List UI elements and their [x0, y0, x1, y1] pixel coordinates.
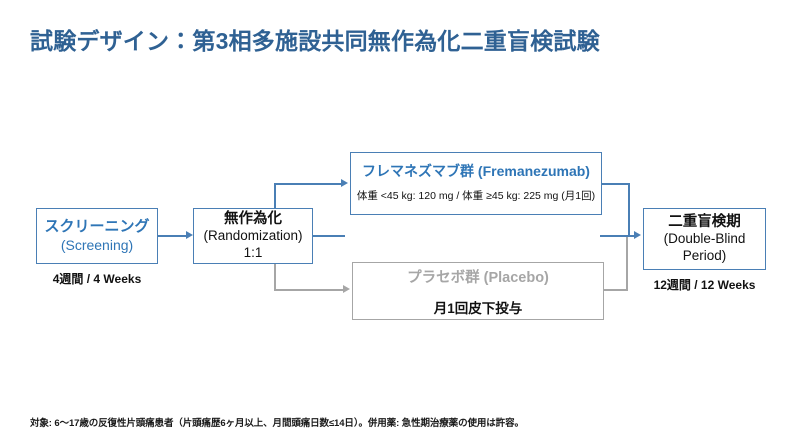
connector-fremanezumab-out: [602, 183, 630, 185]
flow-node-randomization[interactable]: 無作為化 (Randomization) 1:1: [193, 208, 313, 264]
randomization-ratio: 1:1: [243, 244, 263, 260]
doubleblind-label-en-line2: Period): [682, 247, 727, 263]
footnote: 対象: 6〜17歳の反復性片頭痛患者（片頭痛歴6ヶ月以上、月間頭痛日数≤14日）…: [30, 418, 524, 429]
doubleblind-label-en-line1: (Double-Blind: [663, 231, 746, 247]
flow-node-placebo[interactable]: プラセボ群 (Placebo) 月1回皮下投与: [352, 262, 604, 320]
connector-placebo-out: [604, 289, 628, 291]
flow-node-screening[interactable]: スクリーニング (Screening): [36, 208, 158, 264]
screening-label-jp: スクリーニング: [44, 217, 150, 235]
arrow-to-doubleblind-icon: [634, 230, 641, 239]
flow-node-double-blind-period[interactable]: 二重盲検期 (Double-Blind Period): [643, 208, 766, 270]
connector-randomization-riser: [274, 183, 276, 209]
arrow-screening-to-randomization-icon: [186, 230, 193, 239]
doubleblind-duration-caption: 12週間 / 12 Weeks: [653, 278, 756, 292]
arrow-to-fremanezumab-icon: [341, 178, 348, 187]
fremanezumab-dose: 体重 <45 kg: 120 mg / 体重 ≥45 kg: 225 mg (月…: [356, 190, 596, 202]
fremanezumab-label: フレマネズマブ群 (Fremanezumab): [362, 163, 590, 179]
connector-randomization-stub-top: [313, 235, 345, 237]
screening-label-en: (Screening): [60, 236, 134, 253]
page-title: 試験デザイン：第3相多施設共同無作為化二重盲検試験: [30, 28, 600, 54]
randomization-label-en: (Randomization): [203, 228, 303, 244]
connector-to-placebo-horizontal: [274, 289, 345, 291]
placebo-dose: 月1回皮下投与: [433, 300, 523, 316]
placebo-label: プラセボ群 (Placebo): [407, 269, 549, 286]
randomization-label-jp: 無作為化: [224, 210, 282, 227]
connector-to-fremanezumab-horizontal: [274, 183, 343, 185]
arrow-to-placebo-icon: [343, 284, 350, 293]
connector-randomization-dropper: [274, 264, 276, 290]
connector-merge-to-doubleblind: [600, 235, 636, 237]
doubleblind-label-jp: 二重盲検期: [668, 213, 741, 230]
connector-placebo-merge-vertical: [626, 236, 628, 290]
connector-screening-to-randomization: [158, 235, 186, 237]
screening-duration-caption: 4週間 / 4 Weeks: [52, 272, 142, 286]
connector-fremanezumab-merge-vertical: [628, 183, 630, 236]
flow-node-fremanezumab[interactable]: フレマネズマブ群 (Fremanezumab) 体重 <45 kg: 120 m…: [350, 152, 602, 215]
